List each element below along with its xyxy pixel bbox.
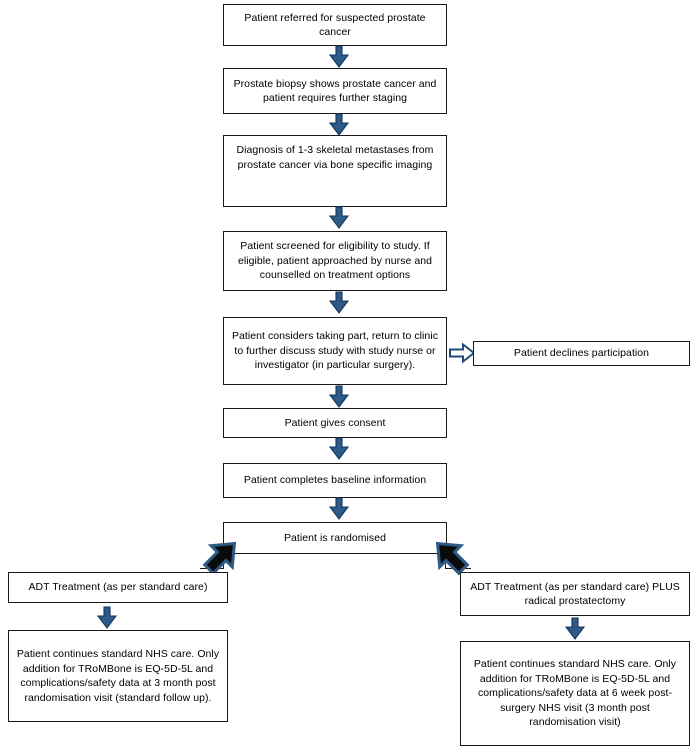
arrow-adt-right-to-followup-right — [564, 617, 586, 640]
arrow-adt-left-to-followup-left — [96, 606, 118, 629]
node-referral-label: Patient referred for suspected prostate … — [244, 11, 426, 39]
node-biopsy[interactable]: Prostate biopsy shows prostate cancer an… — [223, 68, 447, 114]
node-declines-label: Patient declines participation — [513, 347, 650, 360]
arrow-randomised-to-adt-right — [428, 534, 474, 580]
node-adt-right-label: ADT Treatment (as per standard care) PLU… — [470, 580, 680, 608]
node-adt-left-label: ADT Treatment (as per standard care) — [28, 581, 208, 594]
arrow-diagnosis-to-screening — [328, 206, 350, 229]
node-biopsy-label: Prostate biopsy shows prostate cancer an… — [233, 77, 437, 105]
arrow-considers-to-declines — [449, 342, 476, 364]
node-declines[interactable]: Patient declines participation — [473, 341, 690, 366]
arrow-consent-to-baseline — [328, 437, 350, 460]
node-followup-right-label: Patient continues standard NHS care. Onl… — [473, 658, 677, 729]
node-consent[interactable]: Patient gives consent — [223, 408, 447, 438]
node-considers[interactable]: Patient considers taking part, return to… — [223, 317, 447, 385]
node-baseline-label: Patient completes baseline information — [243, 474, 427, 487]
arrow-randomised-to-adt-left — [198, 534, 244, 580]
node-screening[interactable]: Patient screened for eligibility to stud… — [223, 231, 447, 291]
arrow-baseline-to-randomised — [328, 497, 350, 520]
node-baseline[interactable]: Patient completes baseline information — [223, 463, 447, 498]
node-followup-right[interactable]: Patient continues standard NHS care. Onl… — [460, 641, 690, 746]
node-diagnosis[interactable]: Diagnosis of 1-3 skeletal metastases fro… — [223, 135, 447, 207]
node-followup-left-label: Patient continues standard NHS care. Onl… — [16, 648, 220, 704]
node-randomised-label: Patient is randomised — [283, 531, 387, 544]
arrow-biopsy-to-diagnosis — [328, 113, 350, 136]
node-followup-left[interactable]: Patient continues standard NHS care. Onl… — [8, 630, 228, 722]
arrow-considers-to-consent — [328, 385, 350, 408]
node-diagnosis-label: Diagnosis of 1-3 skeletal metastases fro… — [236, 144, 434, 171]
node-randomised[interactable]: Patient is randomised — [223, 522, 447, 554]
arrow-referral-to-biopsy — [328, 45, 350, 68]
node-adt-right[interactable]: ADT Treatment (as per standard care) PLU… — [460, 572, 690, 616]
node-adt-left[interactable]: ADT Treatment (as per standard care) — [8, 572, 228, 603]
arrow-screening-to-considers — [328, 291, 350, 314]
node-screening-label: Patient screened for eligibility to stud… — [237, 240, 433, 282]
node-consent-label: Patient gives consent — [284, 416, 386, 429]
node-considers-label: Patient considers taking part, return to… — [231, 330, 439, 372]
node-referral[interactable]: Patient referred for suspected prostate … — [223, 4, 447, 46]
